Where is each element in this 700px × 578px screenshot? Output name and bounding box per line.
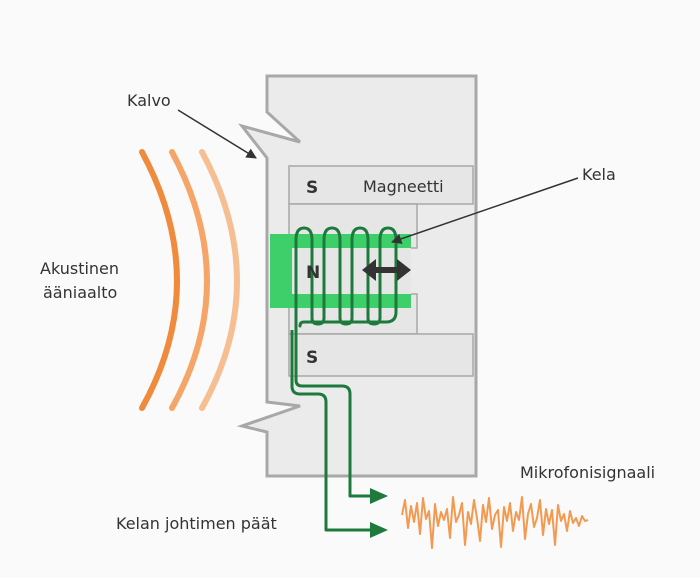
acoustic-wave-label-line2: ääniaalto bbox=[43, 283, 117, 302]
wave-arc-1 bbox=[139, 149, 180, 411]
coil-pointer bbox=[391, 177, 579, 244]
acoustic-wave-arcs bbox=[139, 149, 240, 411]
coil-winding bbox=[294, 226, 398, 332]
coil-label: Kela bbox=[582, 165, 616, 184]
magnet-bottom-bar bbox=[288, 333, 474, 377]
south-pole-bottom-label: S bbox=[306, 348, 318, 368]
wave-arc-2 bbox=[169, 149, 210, 411]
diaphragm-label: Kalvo bbox=[127, 91, 171, 110]
lead-arrowhead-1 bbox=[370, 488, 388, 504]
magnet-label: Magneetti bbox=[363, 177, 444, 196]
lead-ends-label: Kelan johtimen päät bbox=[116, 514, 277, 533]
signal-label: Mikrofonisignaali bbox=[520, 463, 655, 482]
waveform-icon bbox=[401, 496, 589, 549]
acoustic-wave-label-line1: Akustinen bbox=[40, 259, 119, 278]
diaphragm-pointer bbox=[177, 109, 257, 159]
coil-lead-1 bbox=[294, 330, 372, 498]
south-pole-top-label: S bbox=[306, 178, 318, 198]
double-arrow-icon bbox=[362, 259, 411, 281]
north-pole-label: N bbox=[306, 263, 320, 283]
lead-arrowhead-2 bbox=[370, 522, 388, 538]
magnet-top-bar bbox=[288, 165, 474, 205]
north-pole bbox=[270, 234, 411, 308]
wave-arc-3 bbox=[199, 149, 240, 411]
coil-lead-2 bbox=[290, 330, 372, 532]
